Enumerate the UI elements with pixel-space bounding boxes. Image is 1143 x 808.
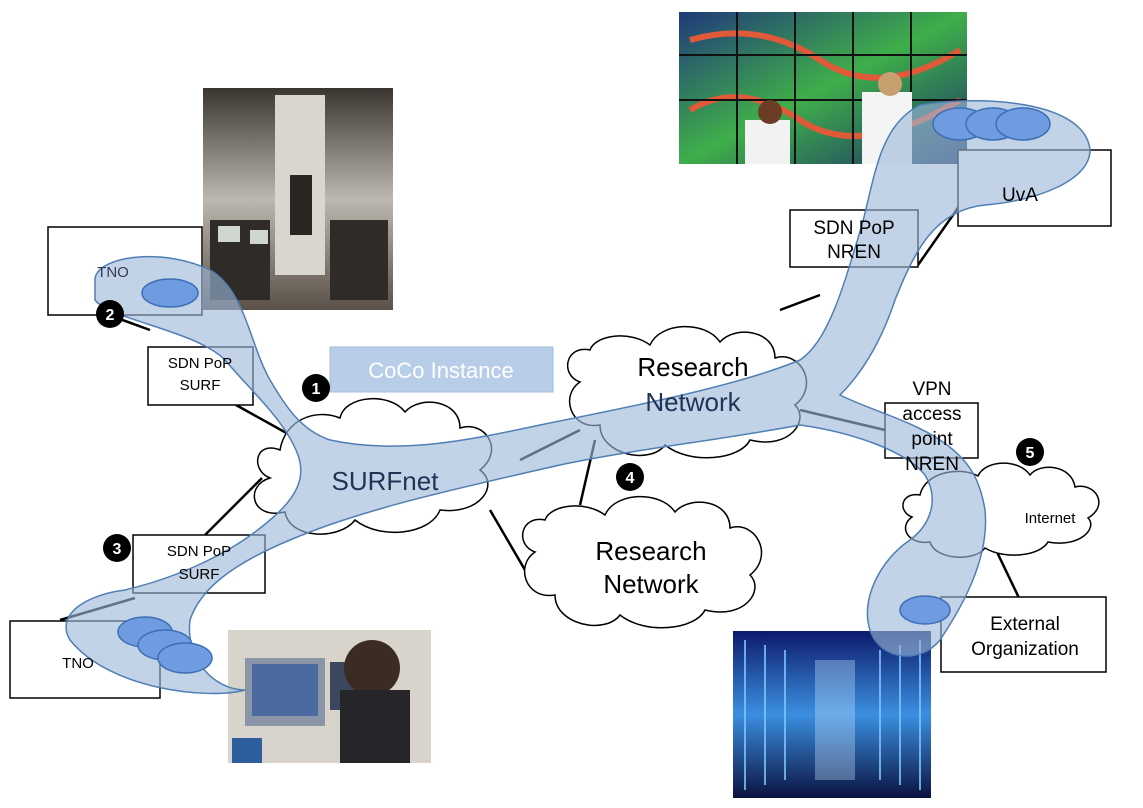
vpn-line3: point: [911, 429, 953, 450]
marker-3: 3: [103, 534, 131, 562]
tno-top-label: TNO: [97, 264, 129, 281]
marker-1-label: 1: [312, 381, 321, 398]
sdn-pop-surf-top-line2: SURF: [180, 377, 221, 394]
internet-label: Internet: [1025, 510, 1077, 527]
tno-bottom-node-3: [157, 642, 213, 674]
research-network-cloud-bottom: [521, 495, 763, 629]
coco-instance-label: CoCo Instance: [368, 358, 514, 383]
workstation-photo: [228, 630, 431, 763]
external-organization-box: [940, 596, 1107, 673]
sdn-pop-nren-line1: SDN PoP: [813, 218, 894, 239]
marker-1: 1: [302, 374, 330, 402]
external-organization-line1: External: [990, 614, 1060, 635]
uva-label: UvA: [1002, 185, 1038, 206]
vpn-line1: VPN: [912, 379, 951, 400]
marker-2: 2: [96, 300, 124, 328]
sdn-pop-nren-line2: NREN: [827, 242, 881, 263]
marker-3-label: 3: [113, 541, 122, 558]
marker-5: 5: [1016, 438, 1044, 466]
surfnet-label: SURFnet: [332, 466, 440, 496]
external-organization-line2: Organization: [971, 639, 1079, 660]
research-network-top-line2: Network: [645, 387, 741, 417]
tno-top-node: [141, 278, 199, 308]
vpn-line4: NREN: [905, 454, 959, 475]
marker-4-label: 4: [626, 470, 635, 487]
marker-4: 4: [616, 463, 644, 491]
datacenter-photo: [733, 631, 931, 798]
marker-5-label: 5: [1026, 445, 1035, 462]
research-network-top-line1: Research: [637, 352, 748, 382]
sdn-pop-surf-bottom-line2: SURF: [179, 566, 220, 583]
microscope-photo: [203, 88, 393, 310]
coco-instance-box: [329, 346, 554, 393]
external-organization-node: [899, 595, 951, 625]
uva-node-3: [995, 107, 1051, 141]
marker-2-label: 2: [106, 307, 115, 324]
sdn-pop-surf-bottom-line1: SDN PoP: [167, 543, 231, 560]
research-network-bottom-line1: Research: [595, 536, 706, 566]
tno-bottom-label: TNO: [62, 655, 94, 672]
research-network-bottom-line2: Network: [603, 569, 699, 599]
vpn-line2: access: [902, 404, 961, 425]
sdn-pop-surf-top-line1: SDN PoP: [168, 355, 232, 372]
